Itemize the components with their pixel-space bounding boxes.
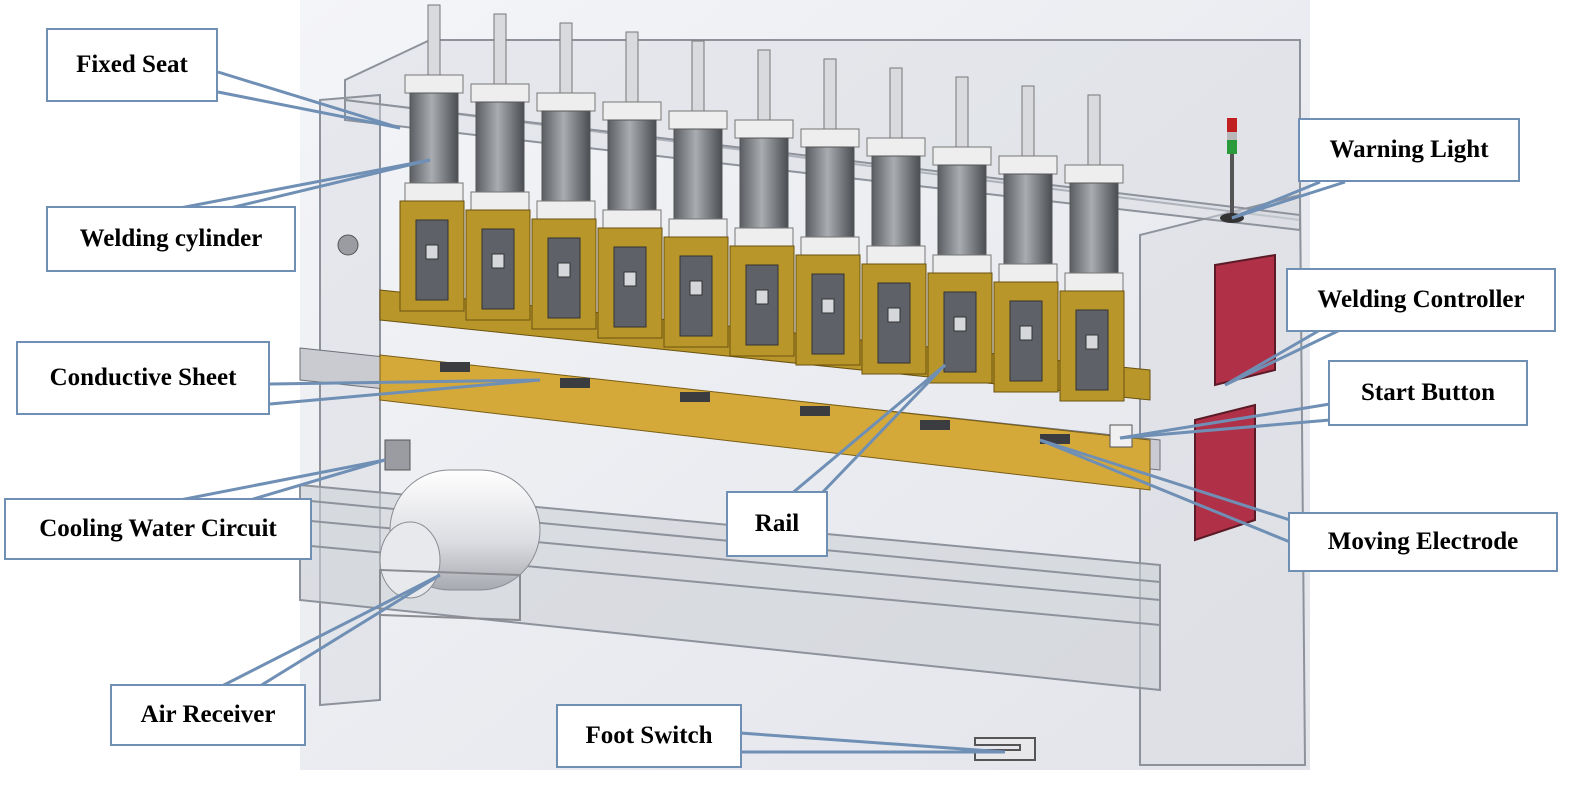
cooling-water-fittings [337, 234, 411, 471]
label-moving-electrode: Moving Electrode [1288, 512, 1558, 572]
label-rail: Rail [726, 491, 828, 557]
welding-head [663, 40, 729, 348]
callout-lines [179, 70, 1346, 754]
welding-controllers [1194, 253, 1276, 542]
welding-head [399, 4, 465, 312]
welding-head [993, 85, 1059, 393]
welding-head [597, 31, 663, 339]
conductive-sheet-tray [299, 347, 1161, 491]
welding-head [1059, 94, 1125, 402]
welding-head [861, 67, 927, 375]
air-receiver-tank [379, 469, 541, 622]
label-foot-switch: Foot Switch [556, 704, 742, 768]
welding-heads [399, 4, 1125, 402]
welding-head [927, 76, 993, 384]
label-start-button: Start Button [1328, 360, 1528, 426]
label-conductive-sheet: Conductive Sheet [16, 341, 270, 415]
label-fixed-seat: Fixed Seat [46, 28, 218, 102]
welding-head [729, 49, 795, 357]
welding-head [465, 13, 531, 321]
label-welding-cylinder: Welding cylinder [46, 206, 296, 272]
label-cooling-water-circuit: Cooling Water Circuit [4, 498, 312, 560]
label-air-receiver: Air Receiver [110, 684, 306, 746]
welding-head [795, 58, 861, 366]
label-warning-light: Warning Light [1298, 118, 1520, 182]
label-welding-controller: Welding Controller [1286, 268, 1556, 332]
welding-head [531, 22, 597, 330]
